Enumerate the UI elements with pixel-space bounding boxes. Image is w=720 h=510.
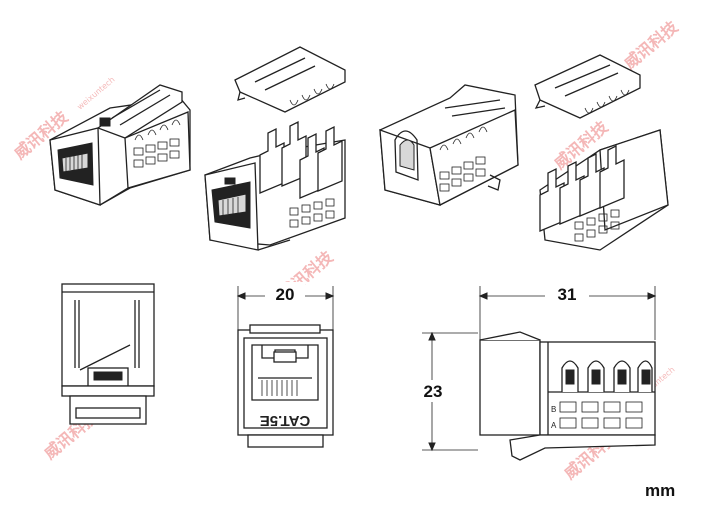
iso-view-rear-exploded: [534, 54, 669, 251]
iso-view-rear: [379, 84, 519, 206]
top-view: [61, 283, 155, 425]
side-view: 31 23: [418, 282, 657, 461]
front-view: 20 CAT.5E: [236, 282, 335, 448]
pin-a-label: A: [551, 421, 557, 430]
iso-view-exploded: [204, 46, 346, 251]
iso-view-assembled: [49, 84, 191, 206]
pin-b-label: B: [551, 405, 556, 414]
depth-dimension-label: 31: [558, 285, 577, 304]
unit-label: mm: [645, 481, 675, 500]
watermark-small-text: weixuntech: [76, 75, 117, 112]
width-dimension-label: 20: [276, 285, 295, 304]
category-marking: CAT.5E: [260, 412, 311, 429]
height-dimension-label: 23: [424, 382, 443, 401]
watermark-text: 威讯科技: [620, 17, 682, 73]
